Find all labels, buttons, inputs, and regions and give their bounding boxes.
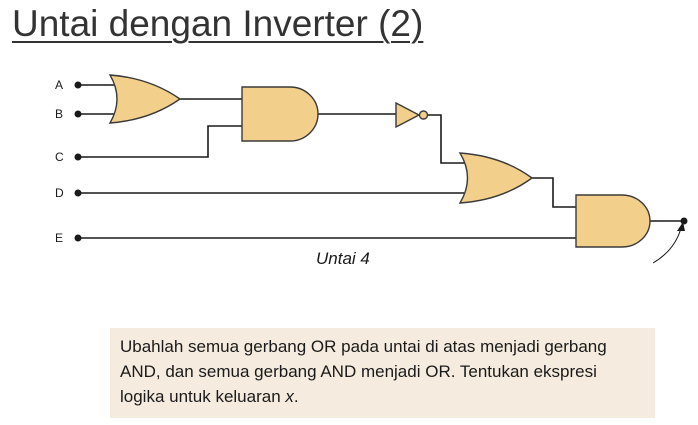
output-terminal [680,217,688,225]
task-text-end: . [293,387,299,406]
inverter-bubble [418,110,429,120]
wire-or2-to-and2 [532,177,576,208]
wire-c-to-and1 [78,125,242,158]
input-label-e: E [55,231,63,245]
and-gate-1 [241,86,319,142]
output-variable: x [285,387,294,406]
task-text: Ubahlah semua gerbang OR pada untai di a… [120,337,607,406]
or-gate-2 [458,152,534,204]
inverter-gate [395,101,421,129]
slide-title: Untai dengan Inverter (2) [12,3,424,44]
or-gate-1 [108,74,182,124]
output-pointer-arrow [652,227,682,264]
wire-inverter-to-or2 [428,114,466,164]
input-label-d: D [55,186,64,200]
and-gate-2 [575,194,651,248]
input-label-b: B [55,107,63,121]
input-label-a: A [55,78,63,92]
output-pointer-arrowhead [677,222,685,231]
input-label-c: C [55,150,64,164]
circuit-caption: Untai 4 [316,249,370,268]
task-instruction-box: Ubahlah semua gerbang OR pada untai di a… [110,328,655,418]
